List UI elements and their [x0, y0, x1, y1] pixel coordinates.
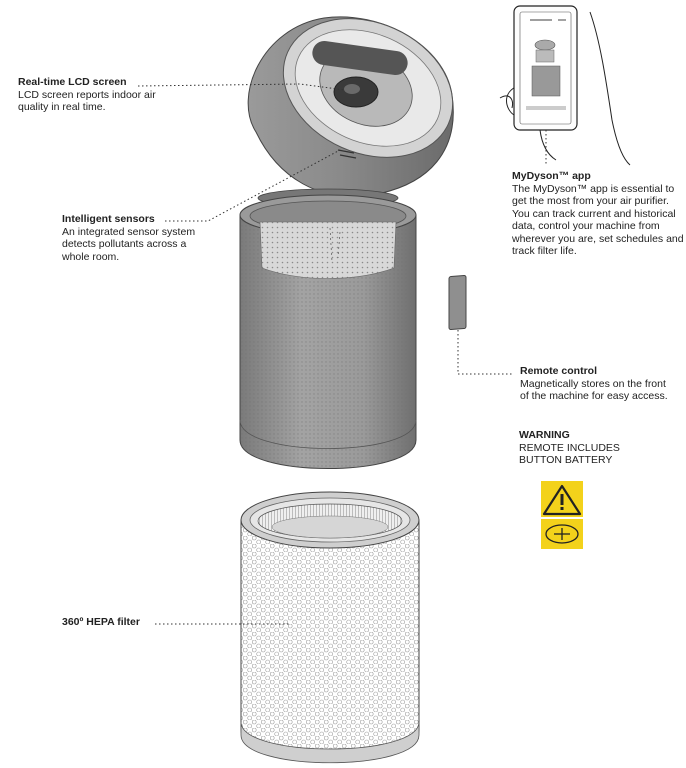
- lcd-screen-description: LCD screen reports indoor air quality in…: [18, 88, 156, 114]
- sensors-callout: Intelligent sensors An integrated sensor…: [62, 213, 212, 263]
- remote-control-callout: Remote control Magnetically stores on th…: [520, 365, 670, 403]
- hand-icon: [589, 11, 631, 166]
- warning-triangle-icon: [541, 481, 583, 517]
- smartphone-icon: [499, 5, 631, 166]
- app-title: MyDyson™ app: [512, 170, 591, 182]
- remote-control-title: Remote control: [520, 365, 598, 377]
- warning-title: WARNING: [519, 429, 570, 441]
- lcd-screen-title: Real-time LCD screen: [18, 76, 127, 88]
- app-description: The MyDyson™ app is essential to get the…: [512, 182, 684, 258]
- leader-lines: [137, 83, 547, 625]
- warning-block: WARNING REMOTE INCLUDES BUTTON BATTERY: [519, 429, 669, 467]
- hepa-filter-callout: 360º HEPA filter: [62, 616, 182, 629]
- app-callout: MyDyson™ app The MyDyson™ app is essenti…: [512, 170, 684, 258]
- remote-control-description: Magnetically stores on the front of the …: [520, 377, 668, 403]
- warning-line-1: REMOTE INCLUDES: [519, 441, 620, 454]
- purifier-body: [239, 188, 417, 469]
- purifier-head: [247, 16, 454, 197]
- sensors-description: An integrated sensor system detects poll…: [62, 225, 196, 263]
- remote-leader: [457, 330, 514, 375]
- remote-control-icon: [448, 275, 467, 330]
- hepa-filter: [240, 491, 420, 764]
- hepa-filter-title: 360º HEPA filter: [62, 616, 140, 628]
- lcd-leader: [137, 83, 346, 91]
- sensors-title: Intelligent sensors: [62, 213, 155, 225]
- button-battery-icon: [541, 519, 583, 549]
- lcd-screen-callout: Real-time LCD screen LCD screen reports …: [18, 76, 158, 114]
- warning-line-2: BUTTON BATTERY: [519, 454, 613, 466]
